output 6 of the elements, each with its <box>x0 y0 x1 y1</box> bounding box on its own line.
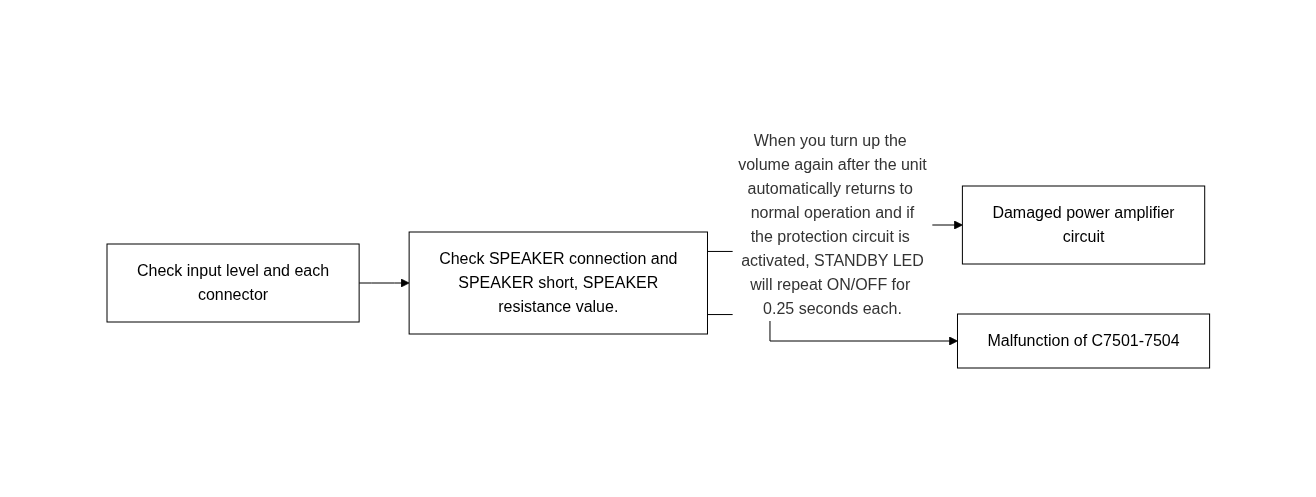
arrow <box>358 278 410 288</box>
node-box: Check SPEAKER connection and SPEAKER short, SPEAKER resistance value. <box>408 231 708 335</box>
node-box: Malfunction of C7501-7504 <box>956 313 1210 369</box>
node-box: Check input level and each connector <box>106 243 360 323</box>
edge-label: When you turn up the volume again after the unit automatically returns to normal operation and if the protection circuit is activated, STANDBY LED will repeat ON/OFF for 0.25 seconds each. <box>737 132 927 317</box>
node-box: Damaged power amplifier circuit <box>961 185 1205 265</box>
